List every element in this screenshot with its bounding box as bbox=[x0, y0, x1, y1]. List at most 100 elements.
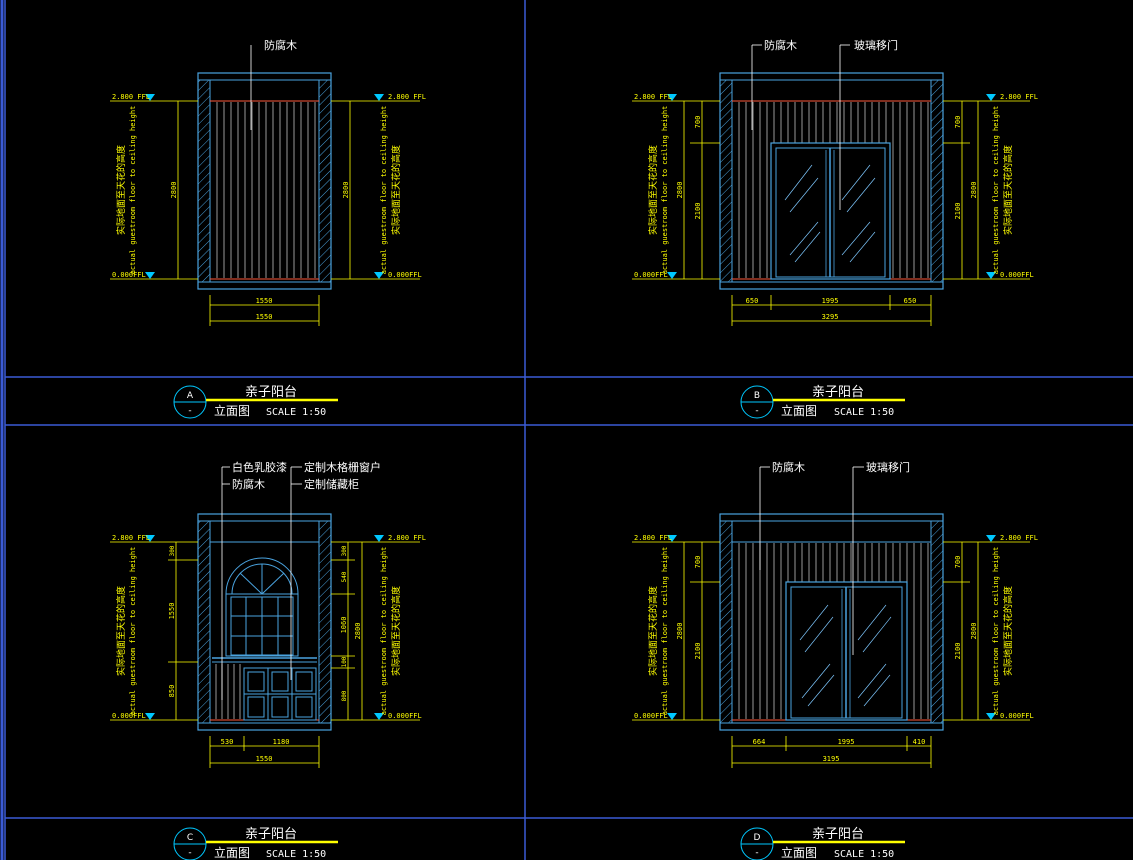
dim-height: 2800 bbox=[970, 182, 978, 199]
floor-level-right: 0.000FFL bbox=[1000, 271, 1034, 279]
elevation-view: 立面图 bbox=[781, 845, 817, 860]
wood-grille-window bbox=[225, 557, 299, 657]
dim-height: 2800 bbox=[970, 623, 978, 640]
elevation-name: 亲子阳台 bbox=[245, 827, 297, 842]
right-wall-section bbox=[930, 520, 944, 724]
height-note-cn: 实际地面至天花的高度 bbox=[1002, 586, 1014, 676]
glass-reflection bbox=[799, 604, 892, 707]
label-grille-window: 定制木格栅窗户 bbox=[304, 460, 381, 474]
dim-height: 100 bbox=[341, 656, 348, 667]
ceiling-level-left: 2.800 FFL bbox=[634, 93, 672, 101]
dim-height: 800 bbox=[341, 690, 348, 701]
elevation-sub: - bbox=[188, 406, 191, 416]
dim-height: 1060 bbox=[340, 617, 348, 634]
height-note-en: actual guestroom floor to ceiling height bbox=[992, 547, 1000, 716]
elevation-b: 防腐木 玻璃移门 2.800 FFL 0.000FFL 2800 700 210… bbox=[632, 38, 1038, 326]
level-marker bbox=[145, 272, 155, 279]
dim-width: 1180 bbox=[273, 738, 290, 746]
dim-width: 3295 bbox=[822, 313, 839, 321]
elevation-letter: D bbox=[754, 833, 761, 843]
right-wall-section bbox=[930, 79, 944, 283]
height-note-cn: 实际地面至天花的高度 bbox=[390, 586, 402, 676]
left-wall-section bbox=[197, 520, 211, 724]
sheet-frame bbox=[4, 0, 1133, 860]
floor-level-right: 0.000FFL bbox=[1000, 712, 1034, 720]
dim-height: 2100 bbox=[954, 643, 962, 660]
dim-height: 850 bbox=[168, 685, 176, 698]
dim-height: 1550 bbox=[168, 603, 176, 620]
ceiling-level-right: 2.800 FFL bbox=[388, 534, 426, 542]
elevation-letter: A bbox=[187, 391, 194, 401]
dim-height: 2800 bbox=[676, 182, 684, 199]
dim-width: 1550 bbox=[256, 297, 273, 305]
dim-height: 700 bbox=[954, 116, 962, 129]
height-note-en: actual guestroom floor to ceiling height bbox=[380, 547, 388, 716]
floor-level-right: 0.000FFL bbox=[388, 271, 422, 279]
ceiling-level-right: 2.800 FFL bbox=[1000, 534, 1038, 542]
level-marker bbox=[374, 94, 384, 101]
right-wall-section bbox=[318, 520, 332, 724]
dim-width: 530 bbox=[221, 738, 234, 746]
elevation-letter: C bbox=[187, 833, 193, 843]
floor-level-left: 0.000FFL bbox=[634, 712, 668, 720]
level-marker bbox=[374, 272, 384, 279]
elevation-sub: - bbox=[755, 848, 758, 858]
elevation-name: 亲子阳台 bbox=[812, 385, 864, 400]
floor-level-left: 0.000FFL bbox=[112, 712, 146, 720]
elevation-sub: - bbox=[188, 848, 191, 858]
label-glass-door: 玻璃移门 bbox=[866, 460, 910, 474]
label-glass-door: 玻璃移门 bbox=[854, 38, 898, 52]
dim-height: 2800 bbox=[676, 623, 684, 640]
height-note-en: actual guestroom floor to ceiling height bbox=[129, 547, 137, 716]
elevation-name: 亲子阳台 bbox=[812, 827, 864, 842]
right-wall-section bbox=[318, 79, 332, 283]
height-note-cn: 实际地面至天花的高度 bbox=[115, 586, 127, 676]
elevation-scale: SCALE 1:50 bbox=[266, 849, 326, 860]
floor-level-right: 0.000FFL bbox=[388, 712, 422, 720]
height-note-cn: 实际地面至天花的高度 bbox=[647, 145, 659, 235]
ceiling-level-left: 2.800 FFL bbox=[112, 534, 150, 542]
dim-height: 2100 bbox=[694, 643, 702, 660]
dim-height: 2800 bbox=[354, 623, 362, 640]
elevation-view: 立面图 bbox=[781, 403, 817, 418]
level-marker bbox=[145, 94, 155, 101]
floor-level-left: 0.000FFL bbox=[112, 271, 146, 279]
dim-height: 2800 bbox=[170, 182, 178, 199]
elevation-name: 亲子阳台 bbox=[245, 385, 297, 400]
elevation-letter: B bbox=[754, 391, 760, 401]
floor-level-left: 0.000FFL bbox=[634, 271, 668, 279]
dim-width: 650 bbox=[746, 297, 759, 305]
dim-height: 300 bbox=[341, 545, 348, 556]
height-note-cn: 实际地面至天花的高度 bbox=[647, 586, 659, 676]
dim-height: 700 bbox=[694, 556, 702, 569]
ceiling-level-right: 2.800 FFL bbox=[1000, 93, 1038, 101]
title-block-a: A - 亲子阳台 立面图 SCALE 1:50 bbox=[173, 385, 338, 419]
dim-height: 700 bbox=[954, 556, 962, 569]
height-note-cn: 实际地面至天花的高度 bbox=[1002, 145, 1014, 235]
dim-width: 664 bbox=[753, 738, 766, 746]
wood-panel-hatch bbox=[216, 102, 316, 278]
height-note-cn: 实际地面至天花的高度 bbox=[115, 145, 127, 235]
storage-cabinet bbox=[243, 667, 317, 721]
dim-width: 3195 bbox=[823, 755, 840, 763]
elevation-a: 防腐木 2.800 FFL 0.000FFL 2800 实际地面至天花的高度 a… bbox=[110, 38, 426, 326]
height-note-en: actual guestroom floor to ceiling height bbox=[129, 106, 137, 275]
elevation-sub: - bbox=[755, 406, 758, 416]
label-fangfumu: 防腐木 bbox=[772, 460, 805, 474]
wood-panel-hatch bbox=[738, 102, 929, 278]
glass-reflection bbox=[784, 164, 876, 263]
height-note-cn: 实际地面至天花的高度 bbox=[390, 145, 402, 235]
elevation-d: 防腐木 玻璃移门 2.800 FFL 0.000FFL 2800 700 210… bbox=[632, 460, 1038, 768]
wood-panel-hatch bbox=[738, 543, 929, 719]
title-block-c: C - 亲子阳台 立面图 SCALE 1:50 bbox=[173, 827, 338, 860]
dim-height: 2100 bbox=[694, 203, 702, 220]
height-note-en: actual guestroom floor to ceiling height bbox=[661, 547, 669, 716]
ceiling-level-left: 2.800 FFL bbox=[634, 534, 672, 542]
elevation-view: 立面图 bbox=[214, 845, 250, 860]
elevation-view: 立面图 bbox=[214, 403, 250, 418]
left-wall-section bbox=[197, 79, 211, 283]
dim-height: 2800 bbox=[342, 182, 350, 199]
title-block-d: D - 亲子阳台 立面图 SCALE 1:50 bbox=[740, 827, 905, 860]
label-fangfumu: 防腐木 bbox=[232, 477, 265, 491]
